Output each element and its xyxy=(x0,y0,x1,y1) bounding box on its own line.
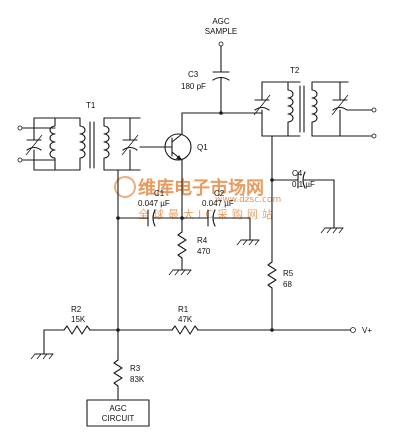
t1-label: T1 xyxy=(86,101,96,110)
watermark-main: 维库电子市场网 xyxy=(138,177,264,199)
capacitor-c1 xyxy=(147,209,183,227)
r5-value: 68 xyxy=(283,280,292,289)
c3-name: C3 xyxy=(188,70,199,79)
c1-value: 0.047 µF xyxy=(138,199,170,208)
t2-label: T2 xyxy=(290,66,300,75)
q1-label: Q1 xyxy=(197,143,208,152)
r4-name: R4 xyxy=(197,236,208,245)
r2-value: 15K xyxy=(71,315,86,324)
transformer-t1 xyxy=(17,117,141,219)
agc-sample-label-2: SAMPLE xyxy=(205,27,237,36)
vplus-label: V+ xyxy=(362,326,372,335)
r5-name: R5 xyxy=(283,269,294,278)
r1-value: 47K xyxy=(178,315,193,324)
transformer-t2 xyxy=(253,81,377,181)
capacitor-c2 xyxy=(181,209,260,246)
c4-name: C4 xyxy=(292,169,303,178)
r4-value: 470 xyxy=(197,247,211,256)
c2-name: C2 xyxy=(214,189,225,198)
agc-circuit-label-2: CIRCUIT xyxy=(102,414,135,423)
r2-name: R2 xyxy=(71,305,82,314)
watermark-url: www.dzsc.com xyxy=(215,195,281,205)
agc-circuit-label-1: AGC xyxy=(109,404,127,413)
resistor-r3 xyxy=(113,329,123,401)
agc-sample-terminal xyxy=(218,41,224,47)
capacitor-c3 xyxy=(212,45,230,114)
resistor-r1 xyxy=(117,325,351,335)
c1-name: C1 xyxy=(154,189,165,198)
agc-circuit-block: AGC CIRCUIT xyxy=(86,399,150,427)
r1-name: R1 xyxy=(178,305,189,314)
c2-value: 0.047 µF xyxy=(202,199,234,208)
r3-value: 83K xyxy=(130,375,145,384)
r3-name: R3 xyxy=(130,364,141,373)
resistor-r5 xyxy=(267,179,277,331)
vplus-terminal xyxy=(350,327,356,333)
capacitor-c4 xyxy=(271,171,344,234)
agc-sample-label-1: AGC xyxy=(212,17,230,26)
resistor-r2 xyxy=(30,325,119,360)
resistor-r4 xyxy=(168,217,192,276)
c3-value: 180 pF xyxy=(181,82,206,91)
